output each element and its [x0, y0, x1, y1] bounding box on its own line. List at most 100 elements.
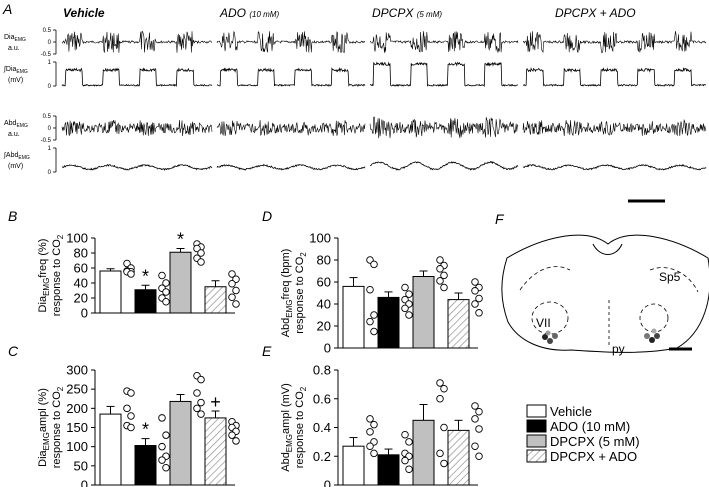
y-tick-label: 40	[74, 276, 88, 291]
trace-row-label: ∫AbdEMG	[3, 152, 30, 161]
data-point	[158, 456, 166, 464]
data-point	[405, 465, 413, 473]
data-point	[197, 375, 205, 384]
y-tick-label: 250	[66, 382, 88, 397]
trace-tick-label: 0	[48, 84, 52, 90]
data-point	[405, 438, 413, 446]
data-point	[127, 412, 135, 420]
data-point	[127, 389, 135, 397]
y-tick-label: 100	[66, 231, 88, 246]
y-axis-label-2: response to CO2	[294, 386, 308, 468]
injection-site-left-2	[547, 338, 553, 344]
trace-row-1: DiaEMGa.u.0.50-0.5	[4, 28, 707, 58]
y-tick-label: 100	[309, 231, 331, 246]
data-point	[370, 260, 378, 269]
y-tick-label: 80	[317, 253, 331, 268]
data-point	[405, 311, 413, 319]
y-tick-label: 20	[74, 291, 88, 306]
bar-3	[169, 251, 192, 314]
condition-titles: Vehicle ADO (10 mM) DPCPX (5 mM) DPCPX +…	[63, 6, 636, 20]
trace-row-unit: a.u.	[8, 131, 20, 138]
y-tick-label: 150	[66, 420, 88, 435]
trace-row-unit: a.u.	[8, 45, 20, 52]
data-point	[162, 288, 170, 296]
data-point	[436, 379, 444, 387]
bar-1	[342, 445, 365, 486]
trace-signal	[522, 118, 707, 137]
bar-1	[99, 270, 122, 314]
trace-row-label: DiaEMG	[4, 34, 26, 43]
data-point	[471, 300, 479, 308]
data-point	[228, 293, 236, 302]
data-point	[366, 317, 374, 326]
panel-label-f: F	[495, 211, 505, 227]
y-tick-label: 20	[317, 319, 331, 334]
panel-label-b: B	[8, 208, 17, 224]
trace-tick-label: -0.5	[41, 52, 52, 58]
trace-row-unit: (mV)	[8, 77, 23, 84]
trace-row-4: ∫AbdEMG(mV)10	[3, 146, 707, 176]
trace-signal	[216, 30, 366, 53]
trace-tick-label: 0	[48, 126, 52, 132]
left-contour	[519, 266, 571, 291]
injection-site-right-4	[651, 328, 657, 334]
data-point	[197, 258, 205, 266]
y-tick-label: 0	[324, 478, 331, 487]
trace-signal	[61, 163, 213, 171]
data-point	[127, 270, 135, 278]
trace-signal	[61, 30, 213, 54]
y-axis-label: DiaEMGampl (%)	[37, 388, 51, 467]
data-point	[158, 414, 166, 422]
data-point	[370, 449, 378, 458]
injection-site-left-4	[545, 330, 551, 336]
trace-signal	[369, 31, 519, 53]
trace-tick-label: 1	[48, 60, 52, 66]
y-tick-label: 200	[66, 401, 88, 416]
data-point	[436, 256, 444, 264]
data-point	[228, 270, 236, 278]
data-point	[162, 298, 170, 306]
trace-signal	[522, 67, 707, 87]
data-point	[158, 271, 166, 280]
panel-label-a: A	[2, 1, 12, 17]
data-point	[197, 398, 205, 407]
data-point	[475, 294, 483, 303]
y-axis-label-2: response to CO2	[51, 386, 65, 468]
data-point	[471, 287, 479, 295]
legend-swatch-4	[526, 449, 547, 463]
data-point	[366, 428, 374, 436]
section-outline	[501, 234, 709, 353]
trace-tick-label: 0	[48, 40, 52, 46]
injection-site-right-1	[649, 337, 655, 343]
y-tick-label: 0	[81, 306, 88, 321]
panel-label-e: E	[262, 343, 272, 359]
data-point	[197, 410, 205, 418]
data-point	[405, 290, 413, 298]
legend-swatch-2	[526, 419, 547, 433]
bar-2	[134, 289, 157, 314]
legend-swatch-1	[526, 404, 547, 418]
data-point	[475, 452, 483, 461]
data-point	[436, 277, 444, 285]
trace-signal	[522, 31, 707, 54]
data-point	[440, 384, 448, 393]
data-point	[370, 311, 378, 319]
data-point	[370, 420, 378, 429]
y-axis-label: DiaEMGfreq (%)	[37, 239, 51, 313]
y-tick-label: 0	[81, 478, 88, 487]
bar-3	[412, 419, 435, 486]
trace-row-3: AbdEMGa.u.0.50-0.5	[4, 114, 707, 144]
trace-signal	[369, 116, 519, 139]
data-point	[228, 431, 236, 439]
legend-label-4: DPCPX + ADO	[550, 449, 637, 464]
y-axis-label-2: response to CO2	[51, 234, 65, 316]
y-tick-label: 0.8	[313, 363, 331, 378]
data-point	[475, 425, 483, 433]
y-tick-label: 60	[74, 261, 88, 276]
data-point	[228, 280, 236, 288]
injection-site-left-3	[552, 333, 558, 339]
data-point	[440, 271, 448, 280]
bar-2	[377, 454, 400, 486]
trace-signal	[369, 61, 518, 88]
